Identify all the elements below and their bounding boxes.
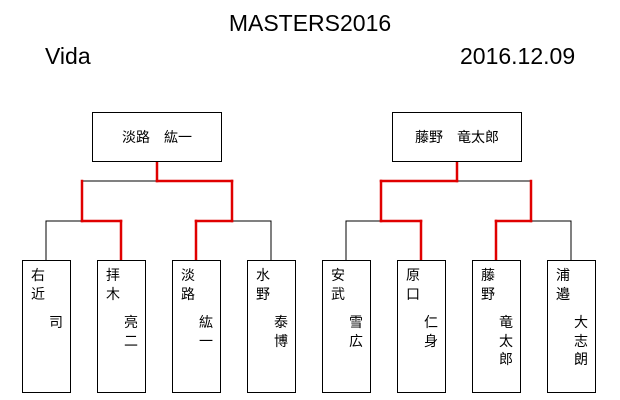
player-given-name: 亮二 [124, 315, 138, 350]
finalist-box-right: 藤野 竜太郎 [392, 112, 522, 162]
player-surname: 淡路 [181, 268, 195, 303]
player-surname: 原口 [406, 268, 420, 303]
finalist-box-left: 淡路 紘一 [92, 112, 222, 162]
player-given-name: 仁身 [424, 315, 438, 350]
player-box: 浦邉大志朗 [547, 260, 596, 393]
player-given-name: 司 [49, 315, 63, 331]
event-date: 2016.12.09 [460, 43, 576, 69]
player-given-name: 雪広 [349, 315, 363, 350]
player-given-name: 泰博 [274, 315, 288, 350]
player-box: 拝木亮二 [97, 260, 146, 393]
player-box: 淡路紘一 [172, 260, 221, 393]
player-name-label: Vida [45, 43, 91, 69]
player-box: 水野泰博 [247, 260, 296, 393]
player-surname: 水野 [256, 268, 270, 303]
player-surname: 藤野 [481, 268, 495, 303]
player-given-name: 紘一 [199, 315, 213, 350]
player-given-name: 竜太郎 [499, 315, 513, 368]
bracket-title: MASTERS2016 [228, 10, 392, 36]
player-given-name: 大志朗 [574, 315, 588, 368]
player-box: 原口仁身 [397, 260, 446, 393]
player-surname: 安武 [331, 268, 345, 303]
player-box: 藤野竜太郎 [472, 260, 521, 393]
player-box: 右近司 [22, 260, 71, 393]
player-surname: 拝木 [106, 268, 120, 303]
player-box: 安武雪広 [322, 260, 371, 393]
player-surname: 右近 [31, 268, 45, 303]
player-surname: 浦邉 [556, 268, 570, 303]
